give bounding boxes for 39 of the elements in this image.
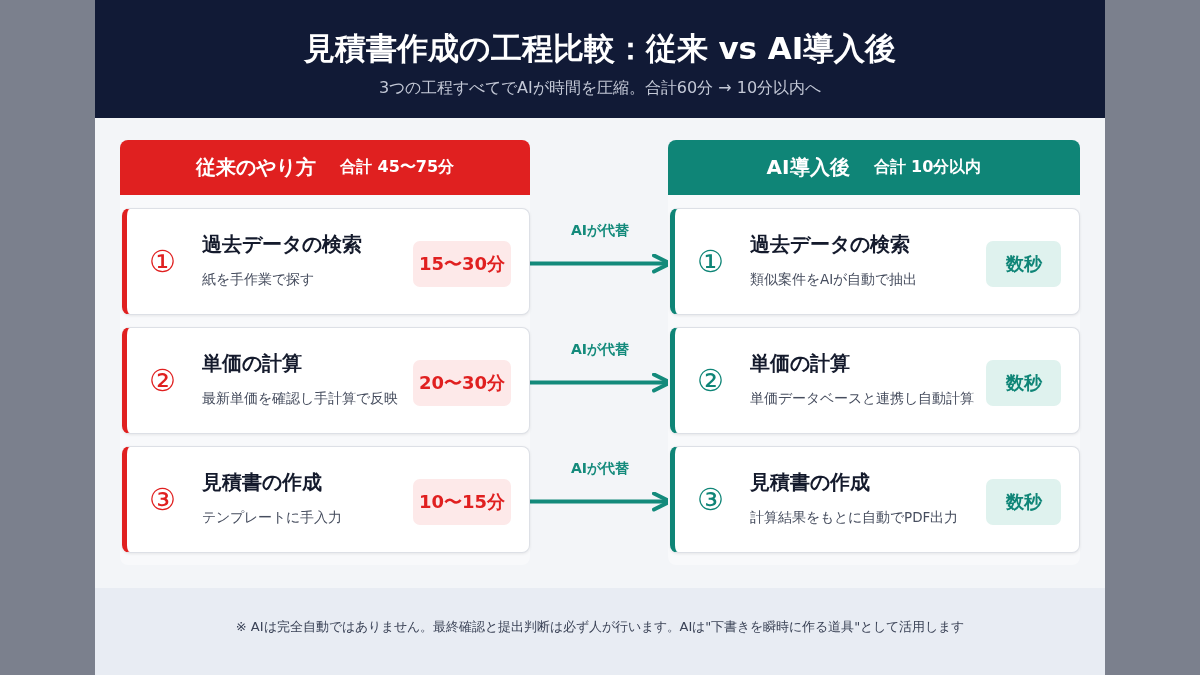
step-description: 紙を手作業で探す xyxy=(202,271,314,289)
time-badge: 20〜30分 xyxy=(413,360,511,406)
step-title: 単価の計算 xyxy=(750,350,850,377)
step-number: ③ xyxy=(697,483,724,517)
title: 見積書作成の工程比較：従来 vs AI導入後 xyxy=(302,29,898,68)
step-title: 単価の計算 xyxy=(202,350,302,377)
time-badge: 10〜15分 xyxy=(413,479,511,525)
time-badge: 数秒 xyxy=(986,241,1061,287)
footnote: ※ AIは完全自動ではありません。最終確認と提出判断は必ず人が行います。AIは"下書きを瞬時に作る道具"として活用します xyxy=(234,618,966,636)
step-card xyxy=(670,446,1080,553)
time-badge: 数秒 xyxy=(986,479,1061,525)
step-card xyxy=(670,327,1080,434)
column-panel xyxy=(668,140,1080,565)
step-card xyxy=(122,208,530,315)
step-card xyxy=(122,446,530,553)
step-number: ② xyxy=(149,364,176,398)
step-description: 類似案件をAIが自動で抽出 xyxy=(750,271,918,289)
step-title: 過去データの検索 xyxy=(750,231,910,258)
step-number: ① xyxy=(149,245,176,279)
step-description: テンプレートに手入力 xyxy=(202,509,342,527)
panel-heading: AI導入後 xyxy=(766,154,850,181)
step-title: 過去データの検索 xyxy=(202,231,362,258)
step-number: ③ xyxy=(149,483,176,517)
step-description: 単価データベースと連携し自動計算 xyxy=(750,390,974,408)
panel-heading: 従来のやり方 xyxy=(195,154,316,181)
total-time: 合計 45〜75分 xyxy=(339,157,455,178)
step-card xyxy=(670,208,1080,315)
time-badge: 数秒 xyxy=(986,360,1061,406)
column-panel xyxy=(120,140,530,565)
total-time: 合計 10分以内 xyxy=(873,157,982,178)
time-badge: 15〜30分 xyxy=(413,241,511,287)
step-number: ② xyxy=(697,364,724,398)
step-number: ① xyxy=(697,245,724,279)
subtitle: 3つの工程すべてでAIが時間を圧縮。合計60分 → 10分以内へ xyxy=(377,78,823,99)
step-card xyxy=(122,327,530,434)
step-title: 見積書の作成 xyxy=(750,469,870,496)
step-title: 見積書の作成 xyxy=(202,469,322,496)
step-description: 最新単価を確認し手計算で反映 xyxy=(202,390,398,408)
step-description: 計算結果をもとに自動でPDF出力 xyxy=(750,509,959,527)
